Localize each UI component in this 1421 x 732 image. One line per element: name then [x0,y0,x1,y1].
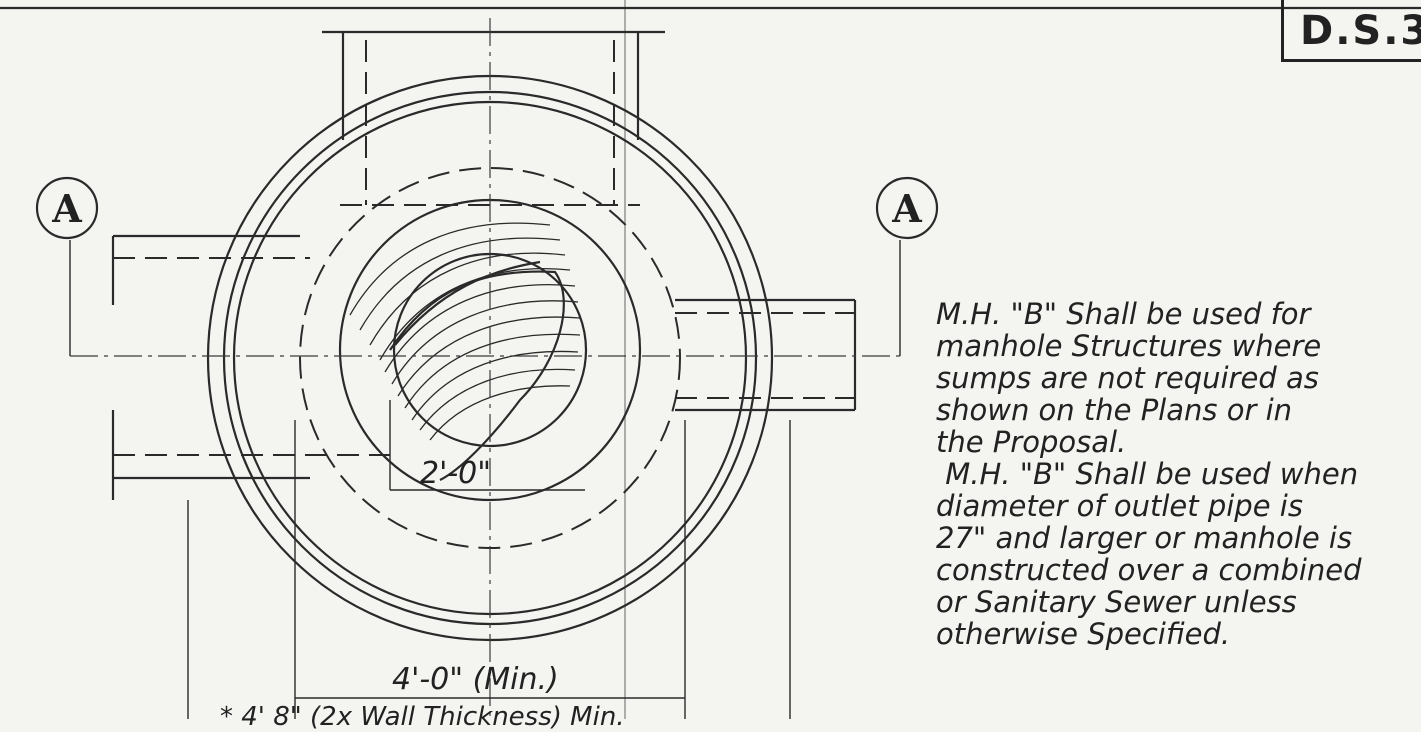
section-marker-left-circle [35,176,99,240]
note-line: or Sanitary Sewer unless [936,585,1297,619]
note-line: manhole Structures where [936,329,1322,363]
manhole-notes: M.H. "B" Shall be used for manhole Struc… [936,298,1421,650]
note-line: otherwise Specified. [936,617,1231,651]
note-line: the Proposal. [936,425,1127,459]
note-line: 27" and larger or manhole is [936,521,1353,555]
note-line: M.H. "B" Shall be used when [936,457,1359,491]
note-line: M.H. "B" Shall be used for [936,297,1311,331]
note-line: diameter of outlet pipe is [936,489,1303,523]
note-line: shown on the Plans or in [936,393,1293,427]
dim-outer-label: 4'-0" (Min.) [392,662,559,697]
note-line: sumps are not required as [936,361,1319,395]
cone-hatching [349,222,581,481]
wall-thickness-note: * 4' 8" (2x Wall Thickness) Min. [220,702,625,732]
note-line: constructed over a combined [936,553,1362,587]
dim-inner-label: 2'-0" [420,456,492,491]
section-marker-right-label: A [891,186,922,231]
section-marker-right-circle [875,176,939,240]
section-marker-left-label: A [51,186,82,231]
sheet-id: D.S.3 [1281,0,1421,62]
